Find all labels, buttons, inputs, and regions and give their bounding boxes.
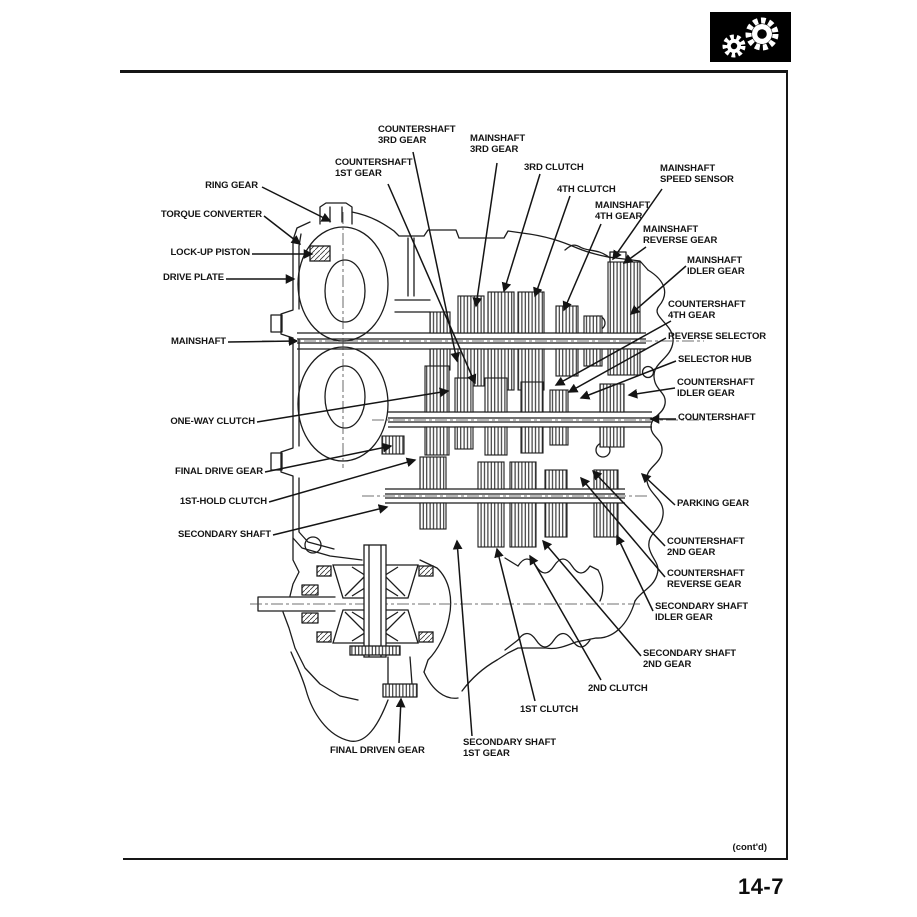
part-label-secondary-shaft-idler-gear: SECONDARY SHAFT IDLER GEAR (655, 601, 748, 624)
part-label-parking-gear: PARKING GEAR (677, 498, 749, 509)
part-label-torque-converter: TORQUE CONVERTER (160, 209, 262, 220)
part-label-final-drive-gear: FINAL DRIVE GEAR (175, 466, 263, 477)
part-label-mainshaft-speed-sensor: MAINSHAFT SPEED SENSOR (660, 163, 734, 186)
part-label-selector-hub: SELECTOR HUB (678, 354, 752, 365)
page-border-right (786, 70, 788, 859)
page-border-bottom (123, 858, 788, 860)
part-label-mainshaft-idler-gear: MAINSHAFT IDLER GEAR (687, 255, 745, 278)
part-label-countershaft-2nd-gear: COUNTERSHAFT 2ND GEAR (667, 536, 745, 559)
part-label-1st-hold-clutch: 1ST-HOLD CLUTCH (179, 496, 267, 507)
part-label-4th-clutch: 4TH CLUTCH (557, 184, 616, 195)
part-label-secondary-shaft-2nd-gear: SECONDARY SHAFT 2ND GEAR (643, 648, 736, 671)
part-label-1st-clutch: 1ST CLUTCH (520, 704, 579, 715)
part-label-lock-up-piston: LOCK-UP PISTON (170, 247, 250, 258)
part-label-secondary-shaft: SECONDARY SHAFT (178, 529, 271, 540)
gear-clutch-packs (381, 261, 641, 548)
gears-icon (722, 17, 779, 58)
page-border-top (120, 70, 788, 73)
part-label-countershaft-reverse-gear: COUNTERSHAFT REVERSE GEAR (667, 568, 745, 591)
part-label-countershaft-3rd-gear: COUNTERSHAFT 3RD GEAR (378, 124, 456, 147)
part-label-mainshaft-4th-gear: MAINSHAFT 4TH GEAR (595, 200, 651, 223)
part-label-countershaft-idler-gear: COUNTERSHAFT IDLER GEAR (677, 377, 755, 400)
part-label-final-driven-gear: FINAL DRIVEN GEAR (330, 745, 425, 756)
part-label-drive-plate: DRIVE PLATE (162, 272, 224, 283)
part-label-one-way-clutch: ONE-WAY CLUTCH (170, 416, 255, 427)
section-gears-icon (710, 12, 791, 62)
part-label-countershaft-1st-gear: COUNTERSHAFT 1ST GEAR (335, 157, 413, 180)
leader-lines (226, 151, 687, 744)
part-label-mainshaft-reverse-gear: MAINSHAFT REVERSE GEAR (643, 224, 718, 247)
part-label-3rd-clutch: 3RD CLUTCH (524, 162, 584, 173)
part-label-ring-gear: RING GEAR (205, 180, 258, 191)
part-label-countershaft: COUNTERSHAFT (678, 412, 756, 423)
part-label-countershaft-4th-gear: COUNTERSHAFT 4TH GEAR (668, 299, 746, 322)
page-number: 14-7 (737, 874, 784, 899)
part-label-reverse-selector: REVERSE SELECTOR (668, 331, 766, 342)
part-label-2nd-clutch: 2ND CLUTCH (588, 683, 648, 694)
contd-note: (cont'd) (732, 842, 767, 853)
part-label-secondary-shaft-1st-gear: SECONDARY SHAFT 1ST GEAR (463, 737, 556, 760)
differential-section (316, 544, 434, 658)
part-label-mainshaft: MAINSHAFT (170, 336, 226, 347)
part-label-mainshaft-3rd-gear: MAINSHAFT 3RD GEAR (470, 133, 526, 156)
